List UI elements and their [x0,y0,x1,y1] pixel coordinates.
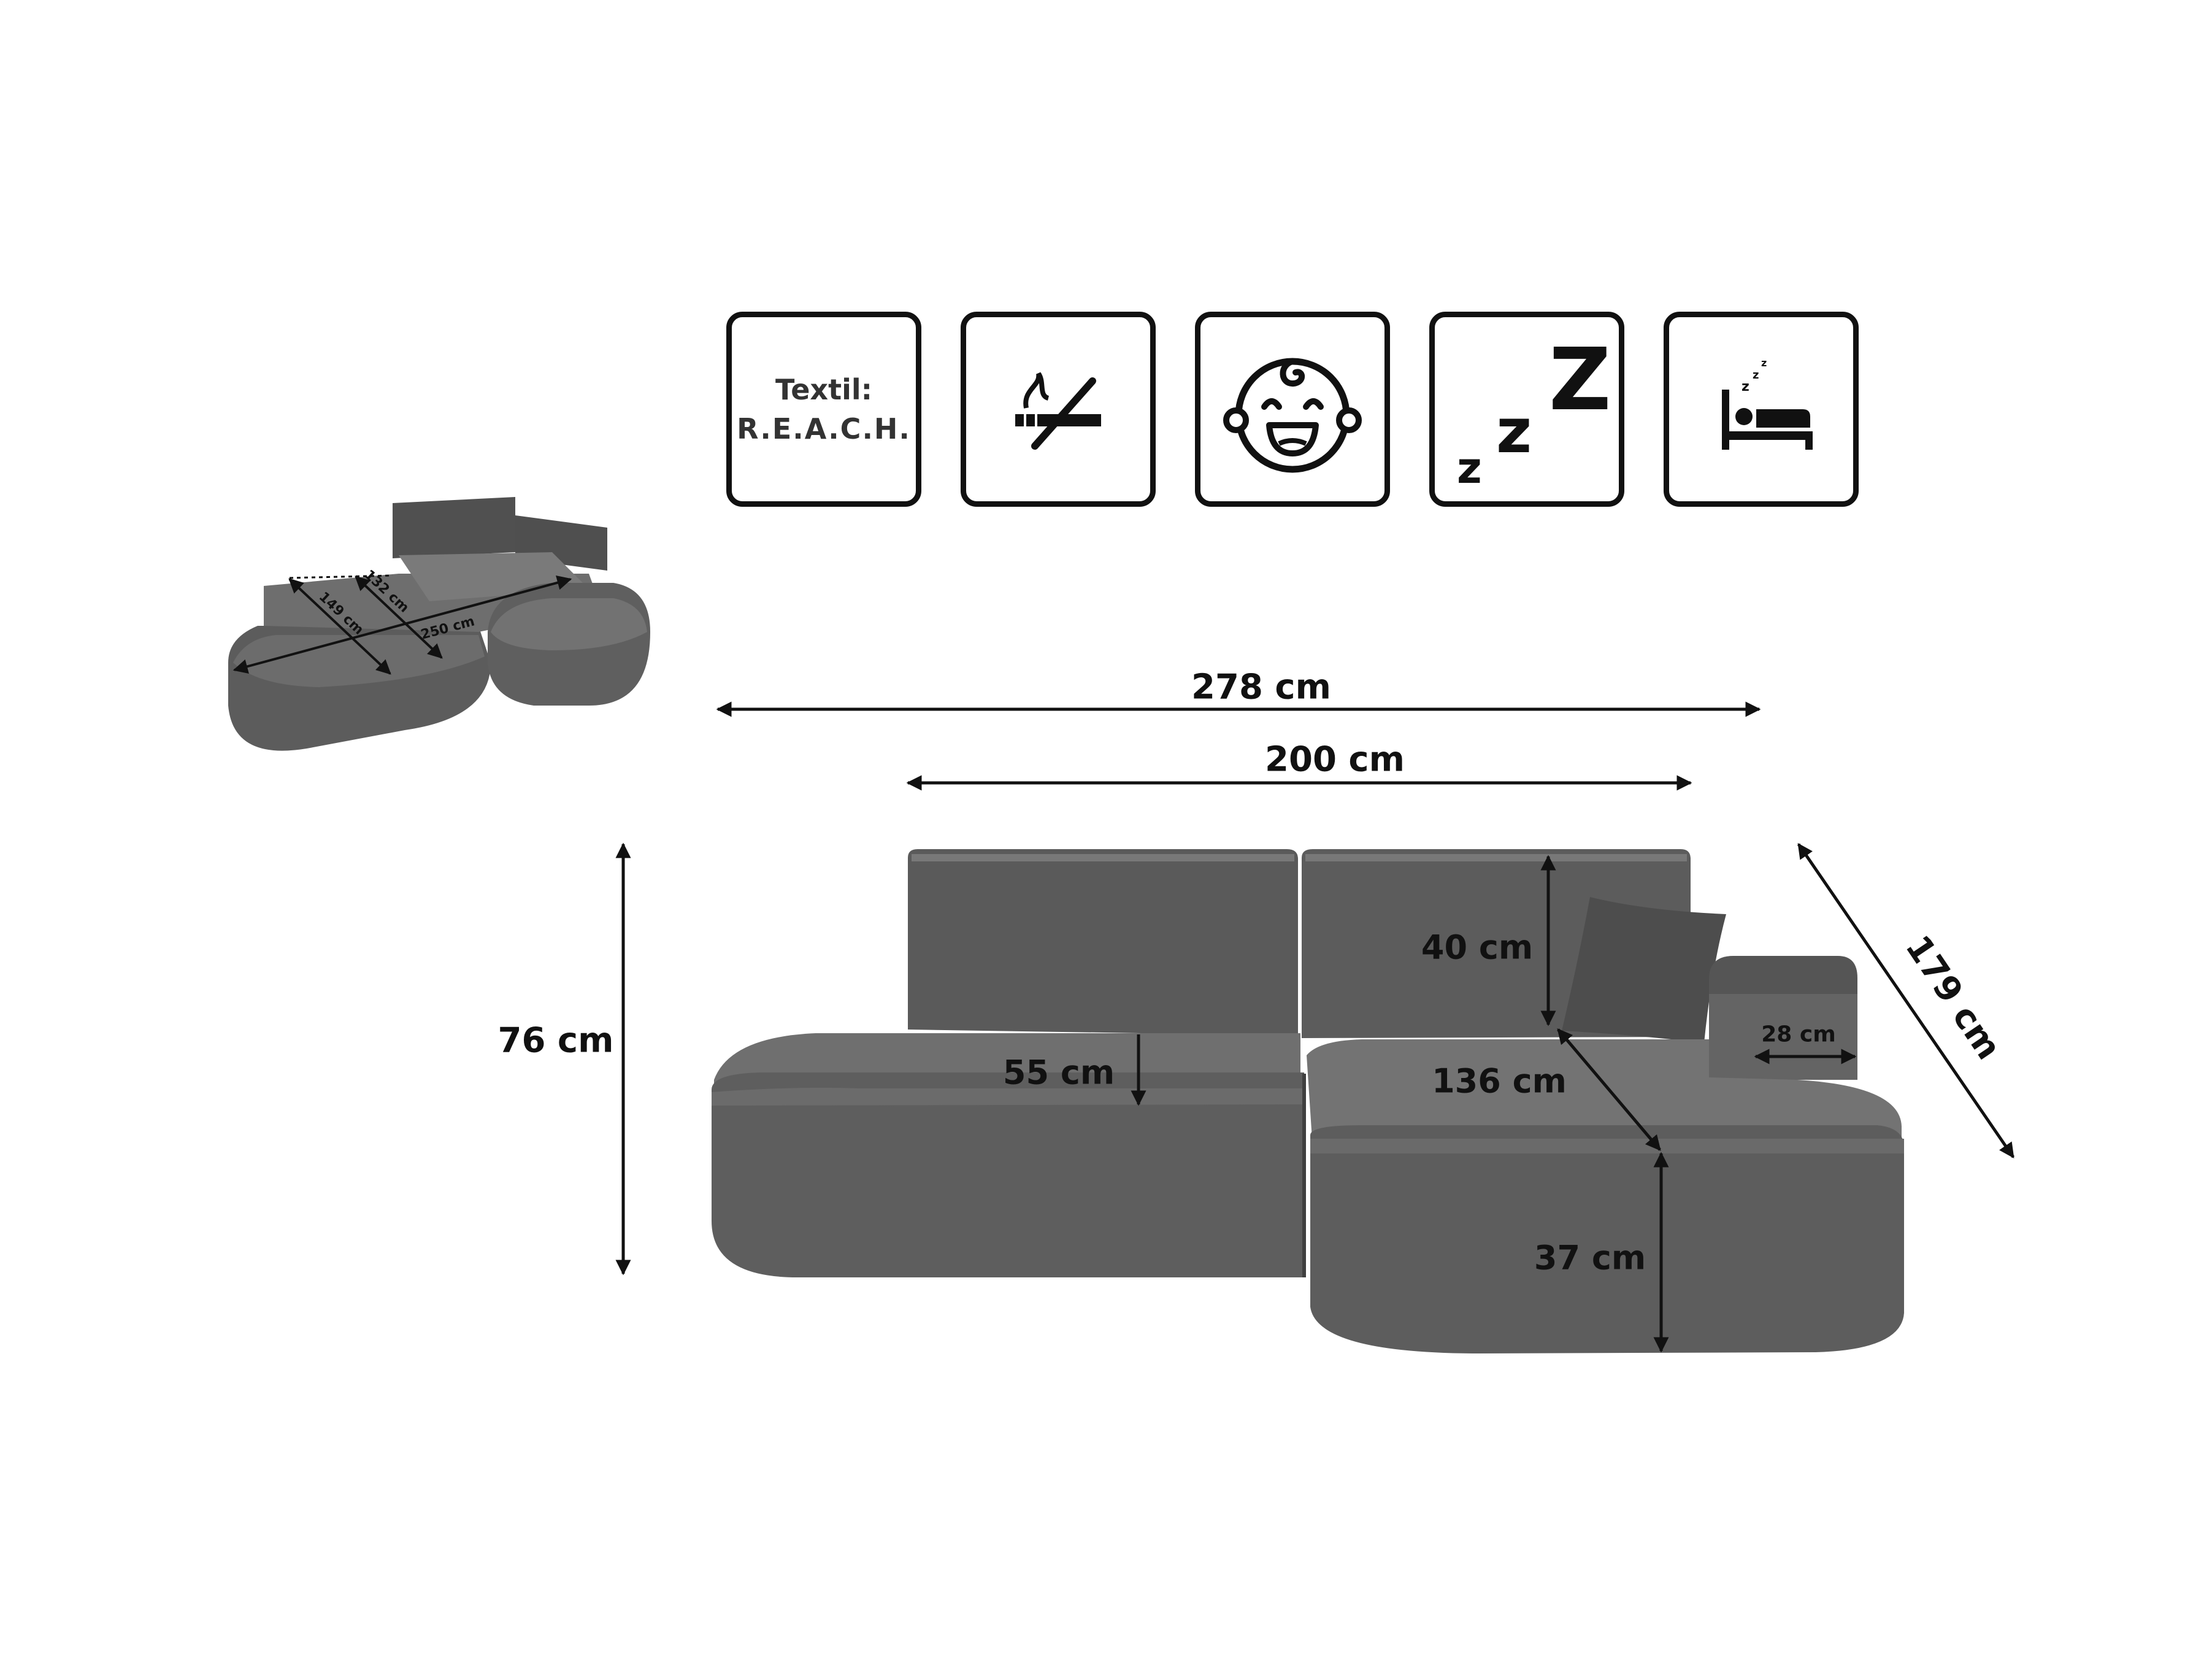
svg-text:Z: Z [1549,330,1611,430]
total-width-label: 278 cm [1191,667,1331,707]
seat-width-label: 200 cm [1265,739,1405,780]
sleep-zzz-icon: z z Z [1429,312,1624,507]
sofa-front-view [712,849,1904,1353]
bed-sleep-icon: z z z [1664,312,1859,507]
chaise-seat-length-label: 136 cm [1432,1061,1567,1101]
seat-depth-label: 55 cm [1002,1053,1115,1092]
svg-text:z: z [1457,443,1482,493]
happy-baby-icon [1195,312,1390,507]
height-label: 76 cm [497,1020,614,1061]
reach-label: R.E.A.C.H. [737,412,911,445]
textil-label: Textil: [775,372,873,406]
armrest-width-label: 28 cm [1761,1022,1836,1047]
svg-text:z: z [1761,357,1767,369]
svg-text:z: z [1496,395,1532,467]
dimension-lines [615,701,2015,1353]
svg-text:z: z [1742,379,1749,395]
sofa-bed-thumbnail [228,497,650,751]
no-smoking-icon [961,312,1156,507]
svg-text:z: z [1753,369,1759,382]
seat-height-label: 37 cm [1534,1238,1646,1277]
reach-textile-badge: Textil: R.E.A.C.H. [726,312,921,507]
back-height-label: 40 cm [1421,928,1534,967]
